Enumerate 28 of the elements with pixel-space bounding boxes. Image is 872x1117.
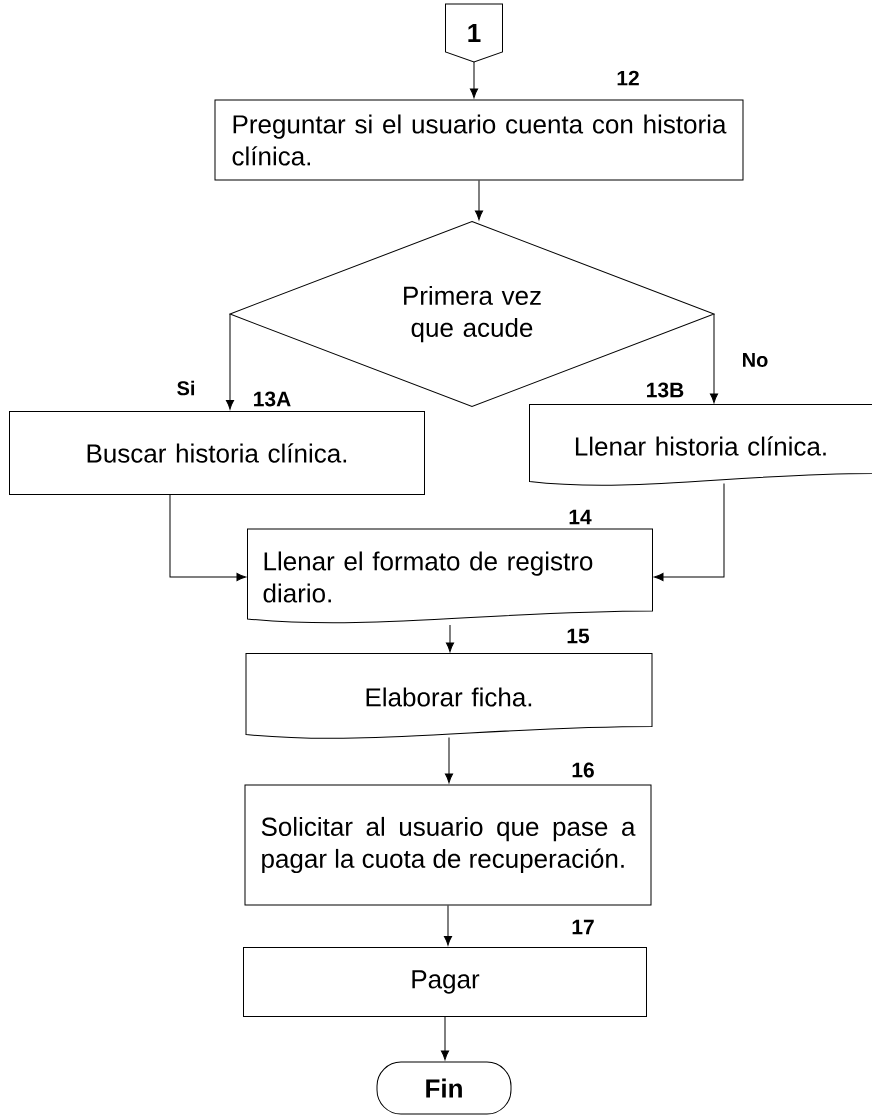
- step-number: 13A: [254, 391, 291, 407]
- arrow: [653, 483, 725, 582]
- terminator: Fin: [376, 1061, 512, 1115]
- arrow: [444, 737, 454, 784]
- process-box: Buscar historia clínica.: [9, 411, 425, 495]
- step-number: 12: [617, 70, 639, 86]
- arrow: [225, 313, 235, 410]
- step-number: 14: [569, 509, 592, 525]
- edge-label: No: [740, 352, 770, 368]
- arrow: [469, 61, 479, 99]
- process-box: Preguntar si el usuario cuenta con historia clínica.: [214, 99, 744, 181]
- edge-label: Si: [175, 379, 197, 397]
- arrow: [443, 905, 453, 946]
- arrow: [445, 624, 455, 653]
- arrow: [440, 1016, 450, 1061]
- arrow: [474, 180, 484, 221]
- step-number: 17: [572, 919, 594, 935]
- offpage-connector: 1: [445, 3, 503, 63]
- step-number: 16: [572, 762, 594, 778]
- process-box: Pagar: [243, 947, 647, 1017]
- document-box: Llenar historia clínica.: [529, 404, 872, 486]
- document-box: Elaborar ficha.: [245, 653, 653, 739]
- step-number: 15: [567, 628, 590, 644]
- step-number: 13B: [647, 382, 684, 398]
- arrow: [709, 313, 719, 404]
- document-box: Llenar el formato de registro diario.: [247, 528, 653, 624]
- process-box: Solicitar al usuario que pase a pagar la cuota de recuperación.: [244, 784, 652, 906]
- arrow: [169, 494, 247, 582]
